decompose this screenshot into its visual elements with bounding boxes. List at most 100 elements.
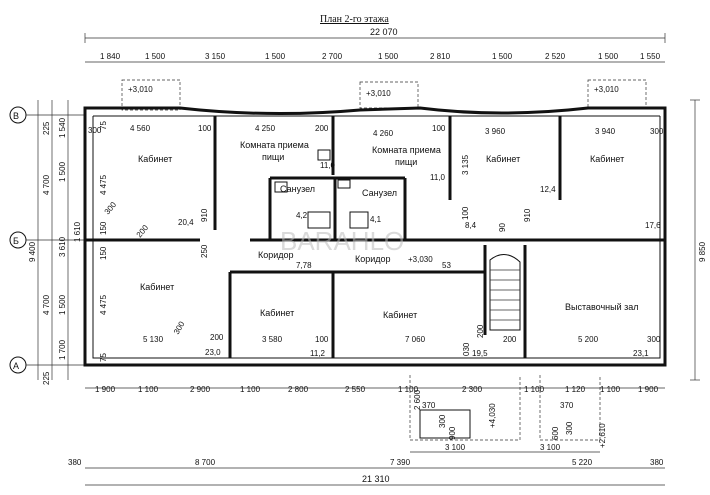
room-area: 19,5 xyxy=(472,349,488,358)
svg-text:7 390: 7 390 xyxy=(390,458,411,467)
interior-walls xyxy=(85,116,665,358)
room-area: 23,1 xyxy=(633,349,649,358)
room-name: Коридор xyxy=(355,254,391,264)
svg-text:2 900: 2 900 xyxy=(190,385,211,394)
svg-text:370: 370 xyxy=(422,401,436,410)
svg-text:8 700: 8 700 xyxy=(195,458,216,467)
svg-text:1 100: 1 100 xyxy=(240,385,261,394)
svg-text:1 100: 1 100 xyxy=(398,385,419,394)
svg-text:+4,030: +4,030 xyxy=(488,403,497,428)
svg-text:225: 225 xyxy=(42,121,51,135)
svg-text:1 100: 1 100 xyxy=(524,385,545,394)
svg-text:1 550: 1 550 xyxy=(640,52,661,61)
svg-text:1 540: 1 540 xyxy=(58,117,67,138)
room-area: 4,1 xyxy=(370,215,382,224)
dim-right: 9 850 xyxy=(690,99,707,381)
room-area: 11,0 xyxy=(320,161,336,170)
svg-text:600: 600 xyxy=(551,426,560,440)
room-name: Кабинет xyxy=(590,154,624,164)
svg-text:150: 150 xyxy=(99,246,108,260)
level-marks-top: +3,010 +3,010 +3,010 xyxy=(121,79,647,111)
fixtures xyxy=(274,149,369,229)
room-name: Санузел xyxy=(362,188,397,198)
svg-text:53: 53 xyxy=(442,261,451,270)
svg-text:1 100: 1 100 xyxy=(600,385,621,394)
room-name: Комната приема xyxy=(372,145,441,155)
svg-text:300: 300 xyxy=(565,421,574,435)
svg-text:В: В xyxy=(13,111,19,121)
porch: 370 370 600 300 2 600 300 900 +4,030 +2,… xyxy=(409,375,607,453)
room-name: пищи xyxy=(395,157,417,167)
room-area: 4,2 xyxy=(296,211,308,220)
room-labels: Кабинет 20,4 Комната приема пищи 11,0 Ко… xyxy=(138,140,661,358)
plan-title: План 2-го этажа xyxy=(320,14,389,25)
svg-text:200: 200 xyxy=(476,324,485,338)
room-area: 8,4 xyxy=(465,221,477,230)
room-name: Коридор xyxy=(258,250,294,260)
room-area: 11,0 xyxy=(430,173,446,182)
svg-text:21 310: 21 310 xyxy=(362,474,390,484)
svg-text:100: 100 xyxy=(432,124,446,133)
svg-text:75: 75 xyxy=(99,353,108,362)
svg-text:1 500: 1 500 xyxy=(492,52,513,61)
room-area: 7,78 xyxy=(296,261,312,270)
svg-text:4 250: 4 250 xyxy=(255,124,276,133)
svg-text:2 800: 2 800 xyxy=(288,385,309,394)
svg-text:2 520: 2 520 xyxy=(545,52,566,61)
svg-text:200: 200 xyxy=(503,335,517,344)
svg-text:+3,010: +3,010 xyxy=(594,85,619,94)
svg-text:200: 200 xyxy=(210,333,224,342)
svg-text:7 060: 7 060 xyxy=(405,335,426,344)
svg-text:3 135: 3 135 xyxy=(461,154,470,175)
svg-text:2 700: 2 700 xyxy=(322,52,343,61)
svg-text:1 100: 1 100 xyxy=(138,385,159,394)
svg-text:2 550: 2 550 xyxy=(345,385,366,394)
svg-text:3 100: 3 100 xyxy=(540,443,561,452)
dim-overall-bottom: 21 310 xyxy=(85,474,665,486)
room-name: Кабинет xyxy=(138,154,172,164)
room-name: Кабинет xyxy=(140,282,174,292)
svg-text:380: 380 xyxy=(650,458,664,467)
dim-overall-top: 22 070 xyxy=(84,27,666,43)
svg-text:200: 200 xyxy=(135,223,151,239)
svg-text:4 560: 4 560 xyxy=(130,124,151,133)
svg-text:2 600: 2 600 xyxy=(413,389,422,410)
svg-text:4 475: 4 475 xyxy=(99,174,108,195)
stairs xyxy=(489,254,521,331)
svg-text:90: 90 xyxy=(498,223,507,232)
svg-text:910: 910 xyxy=(523,208,532,222)
room-name: Санузел xyxy=(280,184,315,194)
room-area: 20,4 xyxy=(178,218,194,227)
svg-text:1 610: 1 610 xyxy=(73,221,82,242)
dim-top-segments: 1 840 1 500 3 150 1 500 2 700 1 500 2 81… xyxy=(85,52,665,63)
svg-text:2 810: 2 810 xyxy=(430,52,451,61)
svg-text:300: 300 xyxy=(103,200,119,216)
svg-text:1 500: 1 500 xyxy=(145,52,166,61)
svg-text:+3,010: +3,010 xyxy=(366,89,391,98)
svg-text:300: 300 xyxy=(88,126,102,135)
svg-text:3 940: 3 940 xyxy=(595,127,616,136)
svg-text:1 700: 1 700 xyxy=(58,339,67,360)
room-name: Кабинет xyxy=(486,154,520,164)
svg-text:300: 300 xyxy=(438,414,447,428)
svg-text:250: 250 xyxy=(200,244,209,258)
svg-text:380: 380 xyxy=(68,458,82,467)
svg-text:4 700: 4 700 xyxy=(42,294,51,315)
room-area: 23,0 xyxy=(205,348,221,357)
svg-text:22 070: 22 070 xyxy=(370,27,398,37)
svg-text:9 400: 9 400 xyxy=(28,241,37,262)
room-name: Кабинет xyxy=(260,308,294,318)
svg-text:1 500: 1 500 xyxy=(58,161,67,182)
svg-text:4 700: 4 700 xyxy=(42,174,51,195)
room-area: 11,2 xyxy=(310,349,326,358)
svg-text:1 900: 1 900 xyxy=(638,385,659,394)
room-name: Комната приема xyxy=(240,140,309,150)
svg-text:4 260: 4 260 xyxy=(373,129,394,138)
svg-text:3 580: 3 580 xyxy=(262,335,283,344)
watermark: BARAHLO xyxy=(280,226,404,256)
svg-text:5 200: 5 200 xyxy=(578,335,599,344)
outer-walls xyxy=(83,106,667,367)
svg-text:1 120: 1 120 xyxy=(565,385,586,394)
svg-text:100: 100 xyxy=(461,206,470,220)
